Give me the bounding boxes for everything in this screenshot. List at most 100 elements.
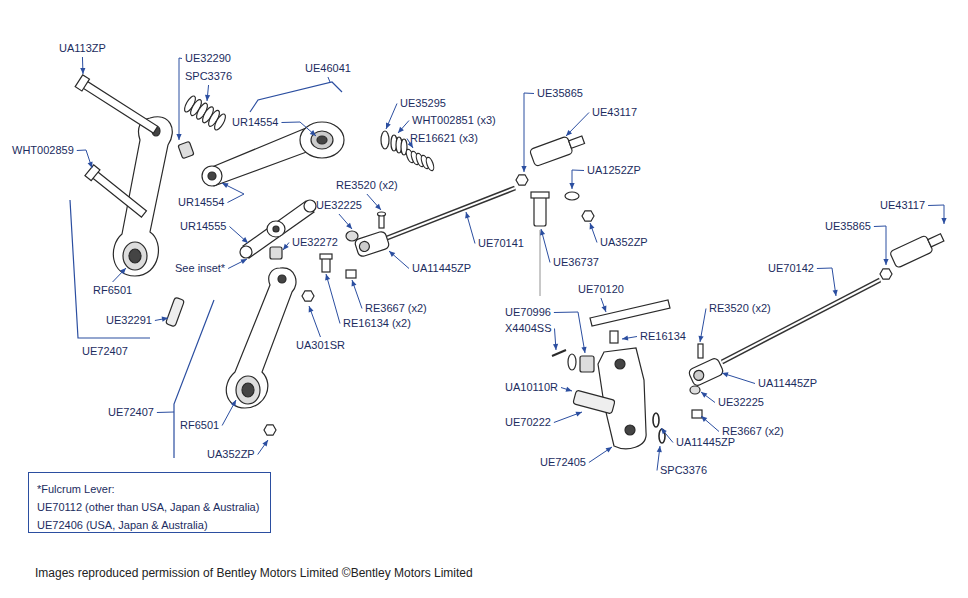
part-number: X4404SS: [505, 322, 551, 335]
socket-body: [354, 230, 390, 257]
part-number: UE72407: [108, 406, 154, 419]
joint-body: [889, 235, 933, 268]
bolt-head: [85, 165, 100, 181]
screw-head: [320, 254, 332, 259]
bush-hole: [129, 249, 141, 263]
part-number: RE16134: [640, 330, 686, 343]
bush-hole: [242, 383, 254, 397]
part-number: UA352ZP: [207, 448, 255, 461]
inset-note: *Fulcrum Lever: UE70112 (other than USA, …: [28, 472, 271, 533]
part-number: UA352ZP: [600, 236, 648, 249]
leader-arrowhead: [176, 134, 181, 140]
leader-arrowhead: [521, 166, 526, 172]
spring-coil: [212, 112, 227, 131]
part-number: UE70141: [478, 237, 524, 250]
bush: [580, 356, 594, 372]
lever-hole: [278, 275, 286, 283]
leader-arrowhead: [88, 161, 93, 168]
spring-coil: [425, 156, 435, 171]
grease-nipple-top: [378, 212, 386, 216]
washer: [565, 192, 579, 200]
ball-socket: [688, 357, 725, 387]
leader-arrowhead: [661, 428, 667, 434]
leader-arrowhead: [606, 447, 612, 453]
leader-arrowhead: [240, 259, 247, 264]
leader-arrowhead: [222, 183, 229, 188]
part-drawing: [75, 75, 946, 449]
part-number: UE72405: [540, 456, 586, 469]
leader-line: [389, 251, 409, 269]
nut: [302, 291, 314, 301]
grease-nipple: [698, 344, 703, 358]
leader-line: [352, 280, 362, 309]
rod: [722, 280, 880, 362]
leader-line: [722, 373, 755, 384]
leader-arrowhead: [722, 372, 729, 377]
leader-line: [281, 122, 316, 136]
lever-arm: [226, 268, 296, 408]
note-line: UE70112 (other than USA, Japan & Austral…: [37, 500, 259, 515]
leader-line: [554, 412, 582, 423]
assembly-line: [540, 230, 541, 296]
bolt-head: [75, 75, 89, 91]
leader-arrowhead: [325, 274, 330, 280]
leader-arrowhead: [386, 122, 391, 129]
bolt-shank: [91, 171, 146, 217]
group-brackets: [70, 82, 342, 458]
part-number: UA301SR: [296, 339, 345, 352]
bush: [236, 376, 260, 404]
part-number: WHT002859: [12, 144, 74, 157]
part-number: UE70996: [505, 306, 551, 319]
note-heading: *Fulcrum Lever:: [37, 482, 115, 497]
joint-body: [529, 136, 573, 167]
socket-body: [688, 357, 725, 387]
bolt-shank: [82, 81, 158, 134]
part-number: UR14554: [232, 116, 278, 129]
leader-arrowhead: [283, 244, 289, 250]
leader-line: [222, 400, 236, 426]
part-number: UE70120: [578, 283, 624, 296]
leader-line: [928, 205, 944, 224]
part-number: RE3520 (x2): [336, 179, 398, 192]
ball-seat: [346, 231, 358, 241]
leader-line: [113, 268, 126, 282]
leader-line: [701, 392, 715, 403]
leader-line: [398, 121, 409, 134]
pin: [166, 297, 185, 327]
leader-line: [590, 223, 597, 243]
circlip: [653, 413, 659, 427]
nut: [880, 269, 892, 279]
copyright-caption: Images reproduced permission of Bentley …: [35, 566, 473, 580]
leader-line: [339, 214, 352, 229]
leader-arrowhead: [701, 392, 707, 398]
nut: [264, 425, 276, 435]
part-number: UE35295: [400, 97, 446, 110]
pivot-pin: [573, 390, 615, 414]
leader-arrowhead: [242, 237, 248, 243]
part-number: RF6501: [93, 284, 132, 297]
leader-line: [386, 104, 397, 130]
part-number: UE43117: [880, 199, 925, 212]
rod: [387, 188, 515, 238]
leader-arrowhead: [262, 440, 268, 446]
leader-line: [589, 447, 612, 463]
leader-line: [561, 388, 572, 392]
arm-eye: [202, 166, 222, 186]
part-number: UE32272: [292, 236, 338, 249]
leader-line: [258, 440, 268, 455]
leader-arrowhead: [205, 95, 210, 101]
joint-stud: [928, 234, 944, 247]
leader-line: [566, 113, 589, 137]
leader-arrowhead: [553, 344, 558, 350]
bush-hole: [317, 136, 327, 144]
bush: [270, 247, 282, 259]
upper-arm: [212, 128, 312, 186]
part-number: SPC3376: [660, 464, 707, 477]
nut: [582, 211, 594, 221]
part-number: RE16621 (x3): [410, 132, 478, 145]
part-number: UA113ZP: [59, 42, 106, 55]
part-number: UE35865: [825, 220, 871, 233]
ball-seat: [690, 386, 700, 394]
leader-arrowhead: [569, 183, 574, 189]
